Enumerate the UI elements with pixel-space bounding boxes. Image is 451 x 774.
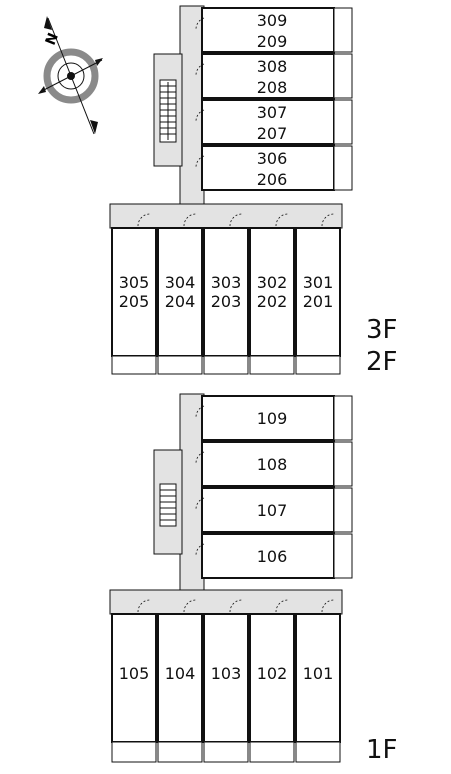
unit-number: 309 [257,11,288,30]
unit-number: 102 [257,664,288,683]
unit-number: 201 [303,292,334,311]
upper-side-unit: 308 208 [201,53,353,99]
lower-horizontal-corridor [109,589,343,615]
upper-horizontal-corridor [109,203,343,229]
upper-front-unit: 305 205 [111,227,157,375]
upper-front-unit: 303 203 [203,227,249,375]
unit-number: 204 [165,292,196,311]
unit-number: 304 [165,273,196,292]
unit-number: 306 [257,149,288,168]
upper-side-unit: 309 209 [201,7,353,53]
floor-label-3f: 3F [366,315,398,345]
unit-number: 104 [165,664,196,683]
unit-number: 207 [257,124,288,143]
lower-stairs [159,483,177,527]
unit-number: 302 [257,273,288,292]
unit-number: 109 [257,409,288,428]
lower-front-unit: 102 [249,613,295,763]
lower-front-unit: 101 [295,613,341,763]
upper-stair-landing [153,53,183,167]
north-label: N [43,31,62,48]
unit-number: 206 [257,170,288,189]
unit-number: 106 [257,547,288,566]
unit-number: 307 [257,103,288,122]
lower-side-unit: 107 [201,487,353,533]
lower-floor-plan: 109 108 107 106 105 [109,393,398,765]
lower-side-unit: 108 [201,441,353,487]
upper-front-unit: 302 202 [249,227,295,375]
unit-number: 209 [257,32,288,51]
upper-side-unit: 307 207 [201,99,353,145]
unit-number: 205 [119,292,150,311]
door-swing-icon [195,17,205,169]
compass-rose-icon [38,16,103,135]
upper-front-unit: 304 204 [157,227,203,375]
unit-number: 308 [257,57,288,76]
unit-number: 105 [119,664,150,683]
unit-number: 202 [257,292,288,311]
unit-number: 305 [119,273,150,292]
door-swing-icon [137,599,335,613]
lower-vertical-corridor [179,393,205,595]
floor-label-1f: 1F [366,735,398,765]
unit-number: 303 [211,273,242,292]
upper-stairs [159,79,177,143]
upper-front-unit: 301 201 [295,227,341,375]
unit-number: 103 [211,664,242,683]
unit-number: 101 [303,664,334,683]
floor-label-2f: 2F [366,347,398,377]
lower-front-unit: 104 [157,613,203,763]
unit-number: 301 [303,273,334,292]
lower-front-unit: 105 [111,613,157,763]
lower-side-unit: 106 [201,533,353,579]
lower-front-unit: 103 [203,613,249,763]
unit-number: 107 [257,501,288,520]
unit-number: 203 [211,292,242,311]
upper-floor-plan: 309 209 308 208 307 207 306 206 [109,5,398,377]
unit-number: 208 [257,78,288,97]
door-swing-icon [137,213,335,227]
upper-side-unit: 306 206 [201,145,353,191]
lower-side-unit: 109 [201,395,353,441]
upper-vertical-corridor [179,5,205,207]
unit-number: 108 [257,455,288,474]
door-swing-icon [195,405,205,557]
